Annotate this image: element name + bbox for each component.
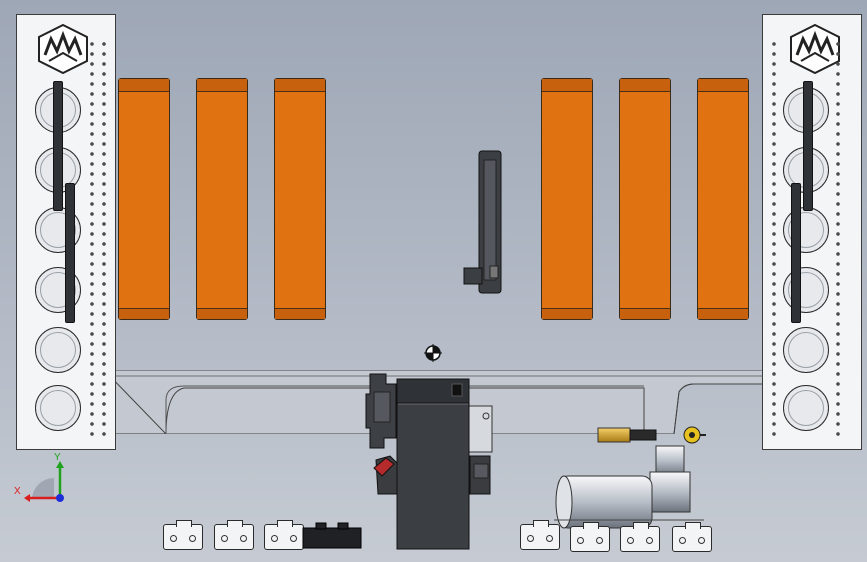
- brand-logo-icon: [38, 23, 88, 75]
- bottom-bracket-6[interactable]: [620, 522, 660, 552]
- orange-pad-1[interactable]: [118, 78, 170, 320]
- orange-pad-5[interactable]: [619, 78, 671, 320]
- compressor-fitting[interactable]: [680, 424, 706, 446]
- orange-pad-4[interactable]: [541, 78, 593, 320]
- left-rail[interactable]: [16, 14, 116, 450]
- orange-pad-2[interactable]: [196, 78, 248, 320]
- triad-x-label: X: [14, 486, 21, 497]
- bottom-bracket-5[interactable]: [570, 522, 610, 552]
- brand-logo-icon: [790, 23, 840, 75]
- bottom-bracket-3[interactable]: [264, 520, 304, 550]
- control-box-side[interactable]: [466, 404, 494, 454]
- origin-marker-icon: [424, 344, 442, 362]
- bottom-bracket-1[interactable]: [163, 520, 203, 550]
- bottom-bracket-7[interactable]: [672, 522, 712, 552]
- control-box-clamp[interactable]: [364, 372, 398, 450]
- mount-bracket[interactable]: [462, 150, 506, 296]
- control-box-right-clip[interactable]: [466, 454, 496, 496]
- triad-y-label: Y: [54, 452, 61, 463]
- right-rail[interactable]: [762, 14, 862, 450]
- orientation-triad[interactable]: X Y: [14, 452, 76, 508]
- orange-pad-3[interactable]: [274, 78, 326, 320]
- orange-pad-6[interactable]: [697, 78, 749, 320]
- bottom-dark-block[interactable]: [302, 522, 362, 550]
- air-compressor[interactable]: [544, 424, 704, 544]
- bottom-bracket-4[interactable]: [520, 520, 560, 550]
- bottom-bracket-2[interactable]: [214, 520, 254, 550]
- control-box[interactable]: [396, 378, 470, 550]
